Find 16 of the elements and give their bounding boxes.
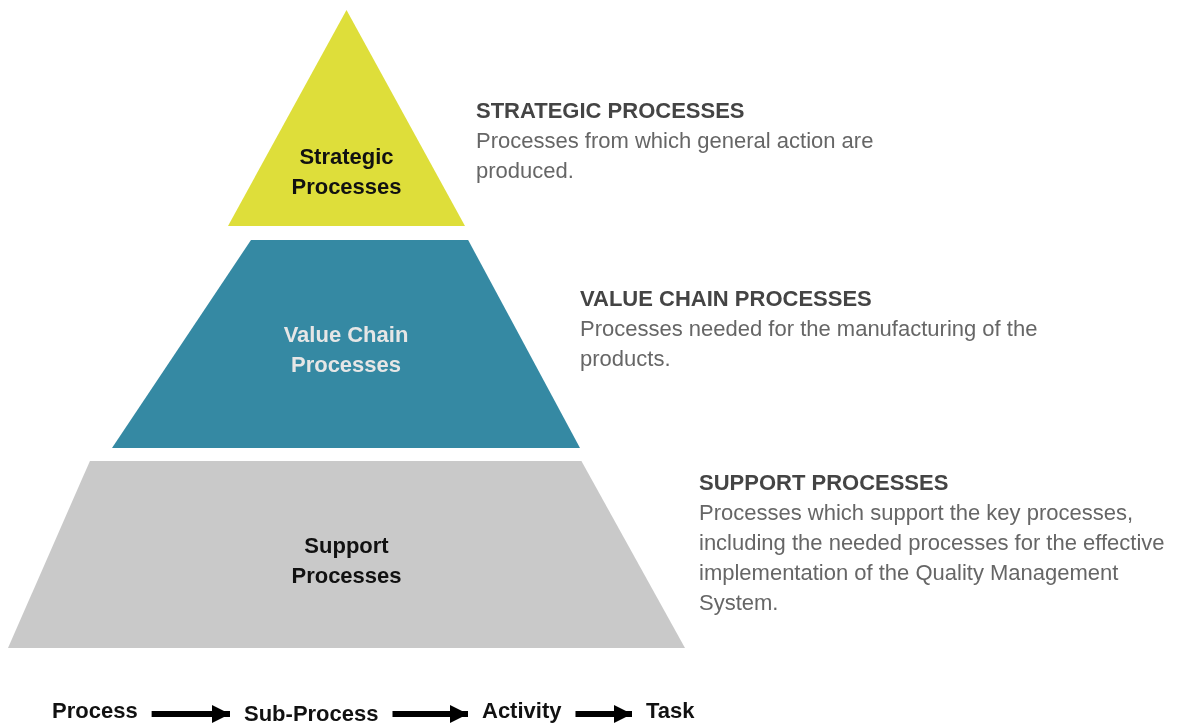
description-text: Processes from which general action are produced. — [476, 127, 875, 185]
section-heading: STRATEGIC PROCESSES — [476, 97, 746, 125]
layer-label: Strategic Processes — [290, 143, 403, 201]
layer-label: Value Chain Processes — [282, 321, 410, 379]
step-label: Task — [646, 698, 695, 724]
arrow — [151, 705, 230, 723]
section-heading: VALUE CHAIN PROCESSES — [580, 285, 873, 313]
section-heading: SUPPORT PROCESSES — [699, 469, 950, 497]
description-text: Processes needed for the manufacturing of the products. — [580, 315, 1039, 373]
arrow — [575, 705, 632, 723]
step-label: Process — [52, 698, 138, 724]
description-text: Processes which support the key processes, including the needed processes for the effective implementation of the Quality Management System. — [699, 499, 1166, 617]
step-label: Activity — [482, 698, 562, 724]
arrow — [392, 705, 468, 723]
layer-label: Support Processes — [290, 532, 403, 590]
step-label: Sub-Process — [244, 701, 379, 726]
